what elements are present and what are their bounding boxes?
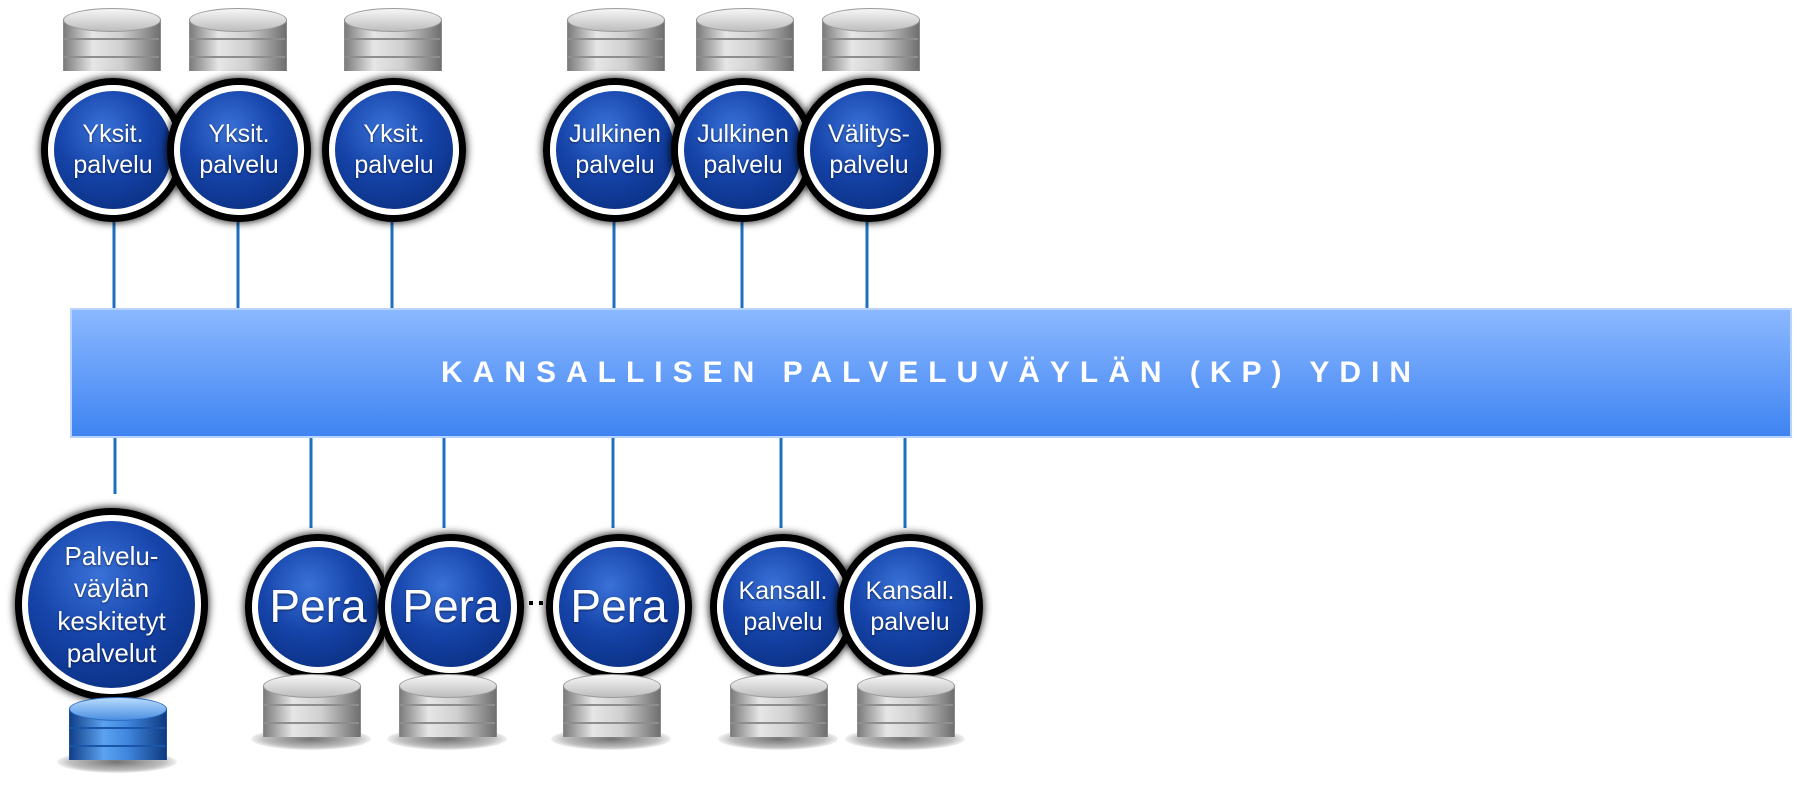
node-label: palvelu (743, 608, 823, 636)
node-label: Yksit. (363, 119, 425, 148)
node-label: palvelu (354, 151, 434, 179)
node-label: palvelu (829, 151, 909, 179)
bus-title: KANSALLISEN PALVELUVÄYLÄN (KP) YDIN (440, 356, 1422, 389)
node-label: Kansall. (738, 576, 828, 605)
node-label: palvelu (199, 151, 279, 179)
node-label: keskitetyt (57, 605, 166, 636)
node-label: palvelu (870, 608, 950, 636)
node-label: Välitys- (828, 119, 910, 148)
node-label: Palvelu- (64, 540, 159, 571)
public-service-node: Julkinen palvelu (550, 85, 680, 215)
node-label: palvelu (575, 151, 655, 179)
node-label: Pera (570, 580, 668, 633)
node-label: Kansall. (865, 576, 955, 605)
node-label: palvelut (66, 638, 157, 668)
pera-node: Pera (385, 541, 517, 673)
public-service-node: Julkinen palvelu (678, 85, 808, 215)
node-label: Yksit. (82, 119, 144, 148)
private-service-node: Yksit. palvelu (174, 85, 304, 215)
service-bus-core: KANSALLISEN PALVELUVÄYLÄN (KP) YDIN (70, 308, 1792, 438)
pera-node: Pera (252, 541, 384, 673)
node-label: Yksit. (208, 119, 270, 148)
private-service-node: Yksit. palvelu (329, 85, 459, 215)
pera-node: Pera (553, 541, 685, 673)
node-label: Pera (402, 580, 500, 633)
node-label: Pera (269, 580, 367, 633)
private-service-node: Yksit. palvelu (48, 85, 178, 215)
national-service-node: Kansall. palvelu (844, 541, 976, 673)
brokerage-service-node: Välitys-palvelu (804, 85, 934, 215)
national-service-node: Kansall. palvelu (717, 541, 849, 673)
node-label: väylän (73, 573, 150, 603)
node-label: palvelu (73, 151, 153, 179)
node-label: palvelu (703, 151, 783, 179)
node-label: Julkinen (697, 119, 789, 148)
node-label: Julkinen (569, 119, 661, 148)
